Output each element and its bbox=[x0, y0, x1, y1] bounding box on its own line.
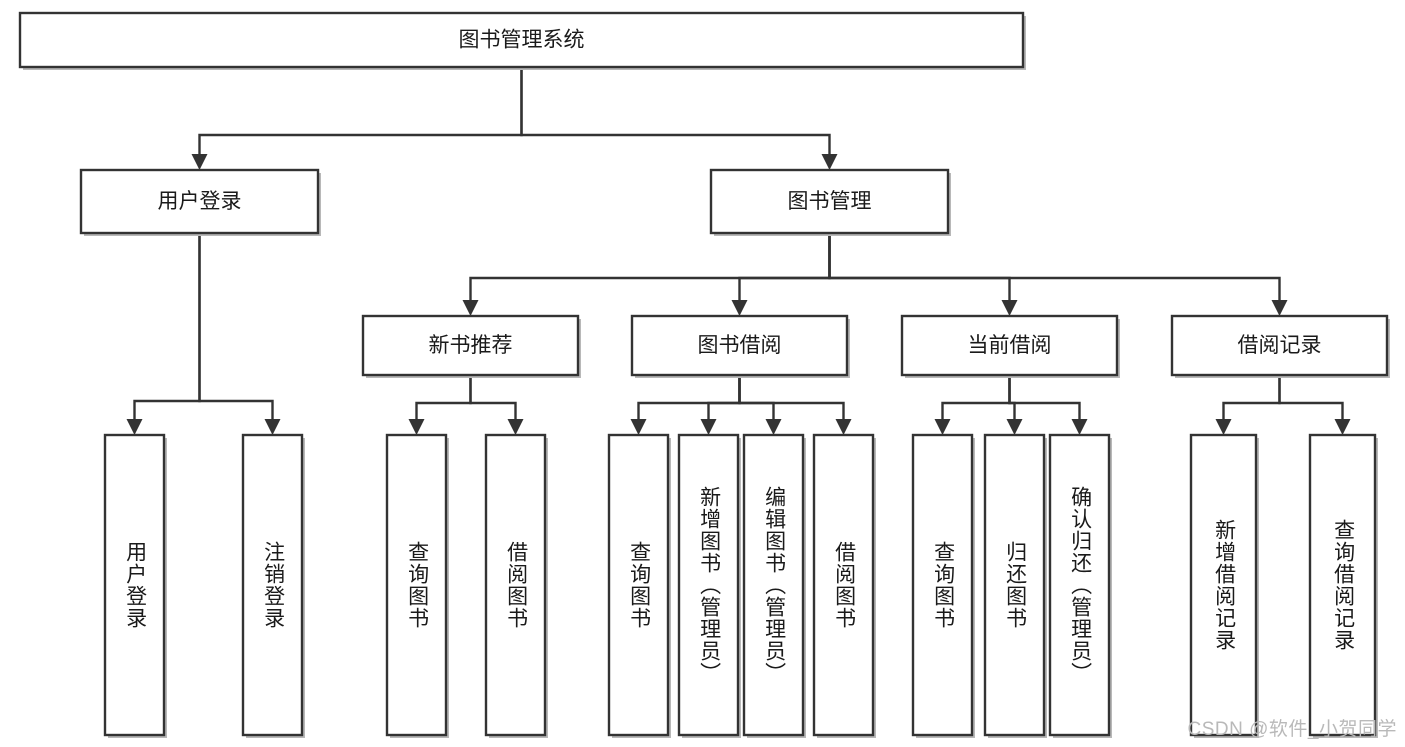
arrow-head-icon bbox=[630, 419, 647, 435]
node-leaf-新增图书管理员-5[interactable] bbox=[677, 433, 741, 738]
box-outline bbox=[103, 433, 166, 737]
arrow-head-icon bbox=[1334, 419, 1351, 435]
arrow-head-icon bbox=[1071, 419, 1088, 435]
connector-layer bbox=[126, 65, 1351, 435]
connector-line bbox=[738, 373, 845, 423]
connector-line bbox=[198, 65, 523, 158]
arrow-head-icon bbox=[765, 419, 782, 435]
box-outline bbox=[677, 433, 740, 737]
box-outline bbox=[709, 168, 950, 235]
box-outline bbox=[900, 314, 1119, 377]
connector-line bbox=[1278, 373, 1344, 423]
node-level3-图书借阅[interactable]: 图书借阅 bbox=[630, 314, 850, 378]
box-outline bbox=[607, 433, 670, 737]
node-label: 借阅记录 bbox=[1238, 334, 1322, 357]
node-level3-当前借阅[interactable]: 当前借阅 bbox=[900, 314, 1120, 378]
node-label: 图书管理系统 bbox=[459, 29, 585, 52]
node-leaf-用户登录-0[interactable] bbox=[103, 433, 167, 738]
node-label: 当前借阅 bbox=[968, 334, 1052, 357]
box-outline bbox=[812, 433, 875, 737]
box-outline bbox=[361, 314, 580, 377]
box-outline bbox=[18, 11, 1025, 69]
node-label: 新书推荐 bbox=[429, 334, 513, 357]
box-outline bbox=[1170, 314, 1389, 377]
connector-line bbox=[1222, 373, 1281, 423]
connector-line bbox=[133, 231, 201, 423]
box-outline bbox=[484, 433, 547, 737]
watermark-text: CSDN @软件_小贺同学 bbox=[1187, 719, 1397, 740]
box-outline bbox=[1308, 433, 1377, 737]
connector-line bbox=[738, 231, 831, 304]
connector-line bbox=[415, 373, 472, 423]
box-outline bbox=[630, 314, 849, 377]
node-leaf-注销登录-1[interactable] bbox=[241, 433, 305, 738]
node-label: 图书借阅 bbox=[698, 334, 782, 357]
box-outline bbox=[1189, 433, 1258, 737]
node-leaf-查询图书-4[interactable] bbox=[607, 433, 671, 738]
box-outline bbox=[911, 433, 974, 737]
node-leaf-借阅图书-3[interactable] bbox=[484, 433, 548, 738]
arrow-head-icon bbox=[191, 154, 208, 170]
node-level2-图书管理[interactable]: 图书管理 bbox=[709, 168, 951, 236]
node-level2-用户登录[interactable]: 用户登录 bbox=[79, 168, 321, 236]
arrow-head-icon bbox=[462, 300, 479, 316]
arrow-head-icon bbox=[1215, 419, 1232, 435]
node-leaf-编辑图书管理员-6[interactable] bbox=[742, 433, 806, 738]
node-leaf-归还图书-9[interactable] bbox=[983, 433, 1047, 738]
arrow-head-icon bbox=[934, 419, 951, 435]
connector-line bbox=[637, 373, 741, 423]
box-outline bbox=[742, 433, 805, 737]
node-leaf-确认归还管理员-10[interactable] bbox=[1048, 433, 1112, 738]
box-outline bbox=[983, 433, 1046, 737]
arrow-head-icon bbox=[821, 154, 838, 170]
box-outline bbox=[1048, 433, 1111, 737]
node-root-图书管理系统[interactable]: 图书管理系统 bbox=[18, 11, 1026, 70]
connector-line bbox=[941, 373, 1011, 423]
connector-line bbox=[738, 373, 775, 423]
connector-line bbox=[828, 231, 1011, 304]
node-leaf-查询图书-2[interactable] bbox=[385, 433, 449, 738]
arrow-head-icon bbox=[700, 419, 717, 435]
connector-line bbox=[707, 373, 741, 423]
arrow-head-icon bbox=[1006, 419, 1023, 435]
connector-line bbox=[1008, 373, 1081, 423]
node-leaf-借阅图书-7[interactable] bbox=[812, 433, 876, 738]
arrow-head-icon bbox=[835, 419, 852, 435]
arrow-head-icon bbox=[126, 419, 143, 435]
node-leaf-查询图书-8[interactable] bbox=[911, 433, 975, 738]
node-level3-新书推荐[interactable]: 新书推荐 bbox=[361, 314, 581, 378]
box-outline bbox=[79, 168, 320, 235]
box-outline bbox=[241, 433, 304, 737]
connector-line bbox=[828, 231, 1281, 304]
arrow-head-icon bbox=[507, 419, 524, 435]
arrow-head-icon bbox=[1271, 300, 1288, 316]
node-level3-借阅记录[interactable]: 借阅记录 bbox=[1170, 314, 1390, 378]
arrow-head-icon bbox=[408, 419, 425, 435]
connector-line bbox=[469, 231, 831, 304]
node-leaf-查询借阅记录-12[interactable] bbox=[1308, 433, 1378, 738]
connector-line bbox=[198, 231, 274, 423]
arrow-head-icon bbox=[1001, 300, 1018, 316]
box-outline bbox=[385, 433, 448, 737]
node-leaf-新增借阅记录-11[interactable] bbox=[1189, 433, 1259, 738]
node-label: 用户登录 bbox=[158, 190, 242, 213]
arrow-head-icon bbox=[731, 300, 748, 316]
arrow-head-icon bbox=[264, 419, 281, 435]
node-label: 图书管理 bbox=[788, 190, 872, 213]
connector-line bbox=[469, 373, 517, 423]
connector-line bbox=[520, 65, 831, 158]
